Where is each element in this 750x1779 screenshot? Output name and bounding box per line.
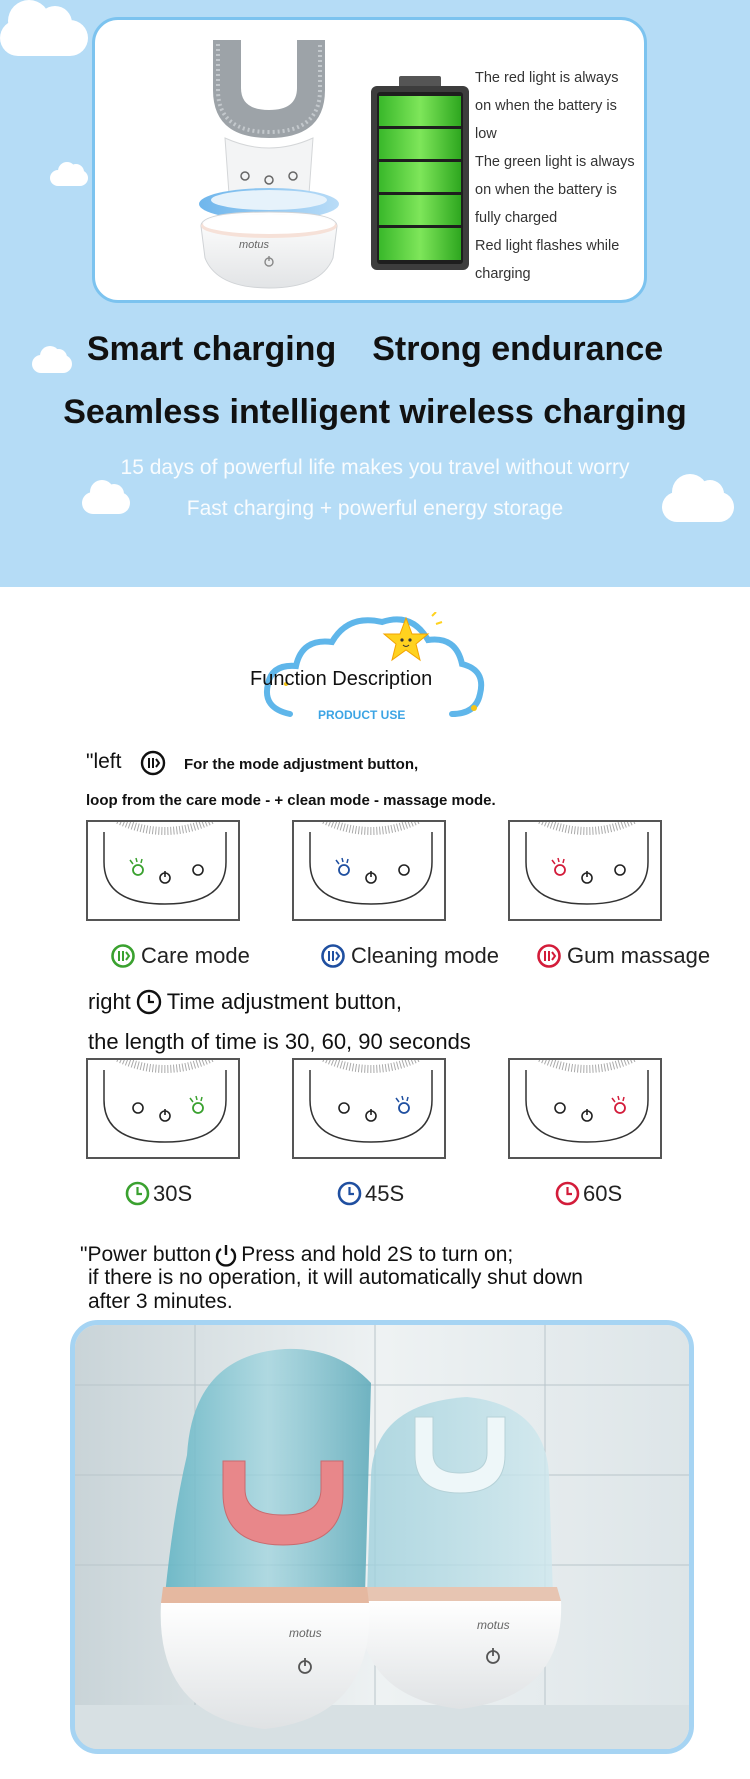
toothbrush-charger-image: motus (199, 40, 339, 289)
care-mode-label: Care mode (110, 943, 250, 969)
power-button-line: "Power button Press and hold 2S to turn … (80, 1242, 513, 1268)
power-desc: Press and hold 2S to turn on; (241, 1243, 514, 1266)
battery-text-line: fully charged (475, 210, 558, 226)
left-prefix: "left (86, 750, 122, 773)
headline-row-1: Smart charging Strong endurance (0, 330, 750, 369)
clock-blue-icon (337, 1181, 362, 1206)
svg-text:motus: motus (239, 239, 269, 251)
time-45s-label: 45S (336, 1180, 404, 1207)
mode-loop-desc: loop from the care mode - + clean mode -… (86, 792, 496, 809)
cleaning-mode-icon (321, 944, 345, 968)
time-30s-panel (86, 1058, 240, 1159)
product-photo-image: motus motus (75, 1325, 689, 1749)
battery-icon (371, 76, 469, 270)
function-description-title: Function Description (250, 668, 433, 690)
battery-info-card: motus The red light is always on when th… (92, 17, 647, 303)
battery-text-line: The green light is always (475, 154, 635, 170)
clock-icon (136, 989, 161, 1015)
control-panel-image (294, 822, 444, 919)
subline-2: Fast charging + powerful energy storage (186, 497, 564, 520)
battery-text-line: charging (475, 266, 531, 282)
battery-text-line: low (475, 126, 497, 142)
control-panel-image (88, 1060, 238, 1157)
battery-text-line: on when the battery is (475, 182, 617, 198)
cleaning-mode-label: Cleaning mode (320, 943, 499, 969)
clock-green-icon (125, 1181, 150, 1206)
charging-banner: motus The red light is always on when th… (0, 0, 750, 587)
time-45s-panel (292, 1058, 446, 1159)
cloud-decoration (0, 0, 88, 56)
cleaning-mode-panel (292, 820, 446, 921)
control-panel-image (510, 1060, 660, 1157)
cleaning-mode-text: Cleaning mode (351, 943, 499, 968)
battery-text-line: Red light flashes while (475, 238, 620, 254)
headline-smart-charging: Smart charging (86, 330, 337, 368)
mode-button-desc: For the mode adjustment button, (184, 756, 419, 773)
gum-massage-panel (508, 820, 662, 921)
product-photo: motus motus (70, 1320, 694, 1754)
control-panel-image (88, 822, 238, 919)
cloud-decoration (32, 346, 72, 373)
time-60s-label: 60S (554, 1180, 622, 1207)
clock-red-icon (555, 1181, 580, 1206)
svg-text:motus: motus (477, 1618, 510, 1632)
star-mascot-icon (382, 612, 443, 662)
care-mode-panel (86, 820, 240, 921)
cloud-decoration (662, 474, 734, 522)
function-cloud-badge (264, 612, 485, 717)
time-45s-text: 45S (365, 1180, 405, 1206)
gum-massage-label: Gum massage (536, 943, 710, 969)
svg-text:motus: motus (289, 1626, 322, 1640)
control-panel-image (294, 1060, 444, 1157)
time-button-line: right Time adjustment button, (88, 988, 402, 1016)
product-use-subtitle: PRODUCT USE (318, 708, 406, 722)
time-60s-panel (508, 1058, 662, 1159)
battery-text-line: on when the battery is (475, 98, 617, 114)
headline-row-2: Seamless intelligent wireless charging (63, 393, 687, 431)
gum-massage-icon (537, 944, 561, 968)
time-60s-text: 60S (583, 1180, 623, 1206)
cloud-decoration (50, 162, 88, 186)
power-desc-line2: if there is no operation, it will automa… (88, 1266, 583, 1289)
care-mode-icon (111, 944, 135, 968)
control-panel-image (510, 822, 660, 919)
time-button-desc: Time adjustment button, (166, 989, 402, 1014)
power-prefix: "Power button (80, 1243, 212, 1266)
subline-1: 15 days of powerful life makes you trave… (120, 456, 630, 479)
time-30s-text: 30S (153, 1180, 193, 1206)
gum-massage-text: Gum massage (567, 943, 711, 968)
power-desc-line3: after 3 minutes. (88, 1290, 233, 1313)
cloud-decoration (82, 480, 130, 514)
headline-strong-endurance: Strong endurance (372, 330, 664, 368)
care-mode-text: Care mode (141, 943, 250, 968)
time-length-desc: the length of time is 30, 60, 90 seconds (88, 1029, 471, 1054)
battery-text-line: The red light is always (475, 70, 619, 86)
mode-button-icon (140, 750, 166, 776)
power-icon (216, 1245, 237, 1267)
right-prefix: right (88, 989, 131, 1014)
time-30s-label: 30S (124, 1180, 192, 1207)
